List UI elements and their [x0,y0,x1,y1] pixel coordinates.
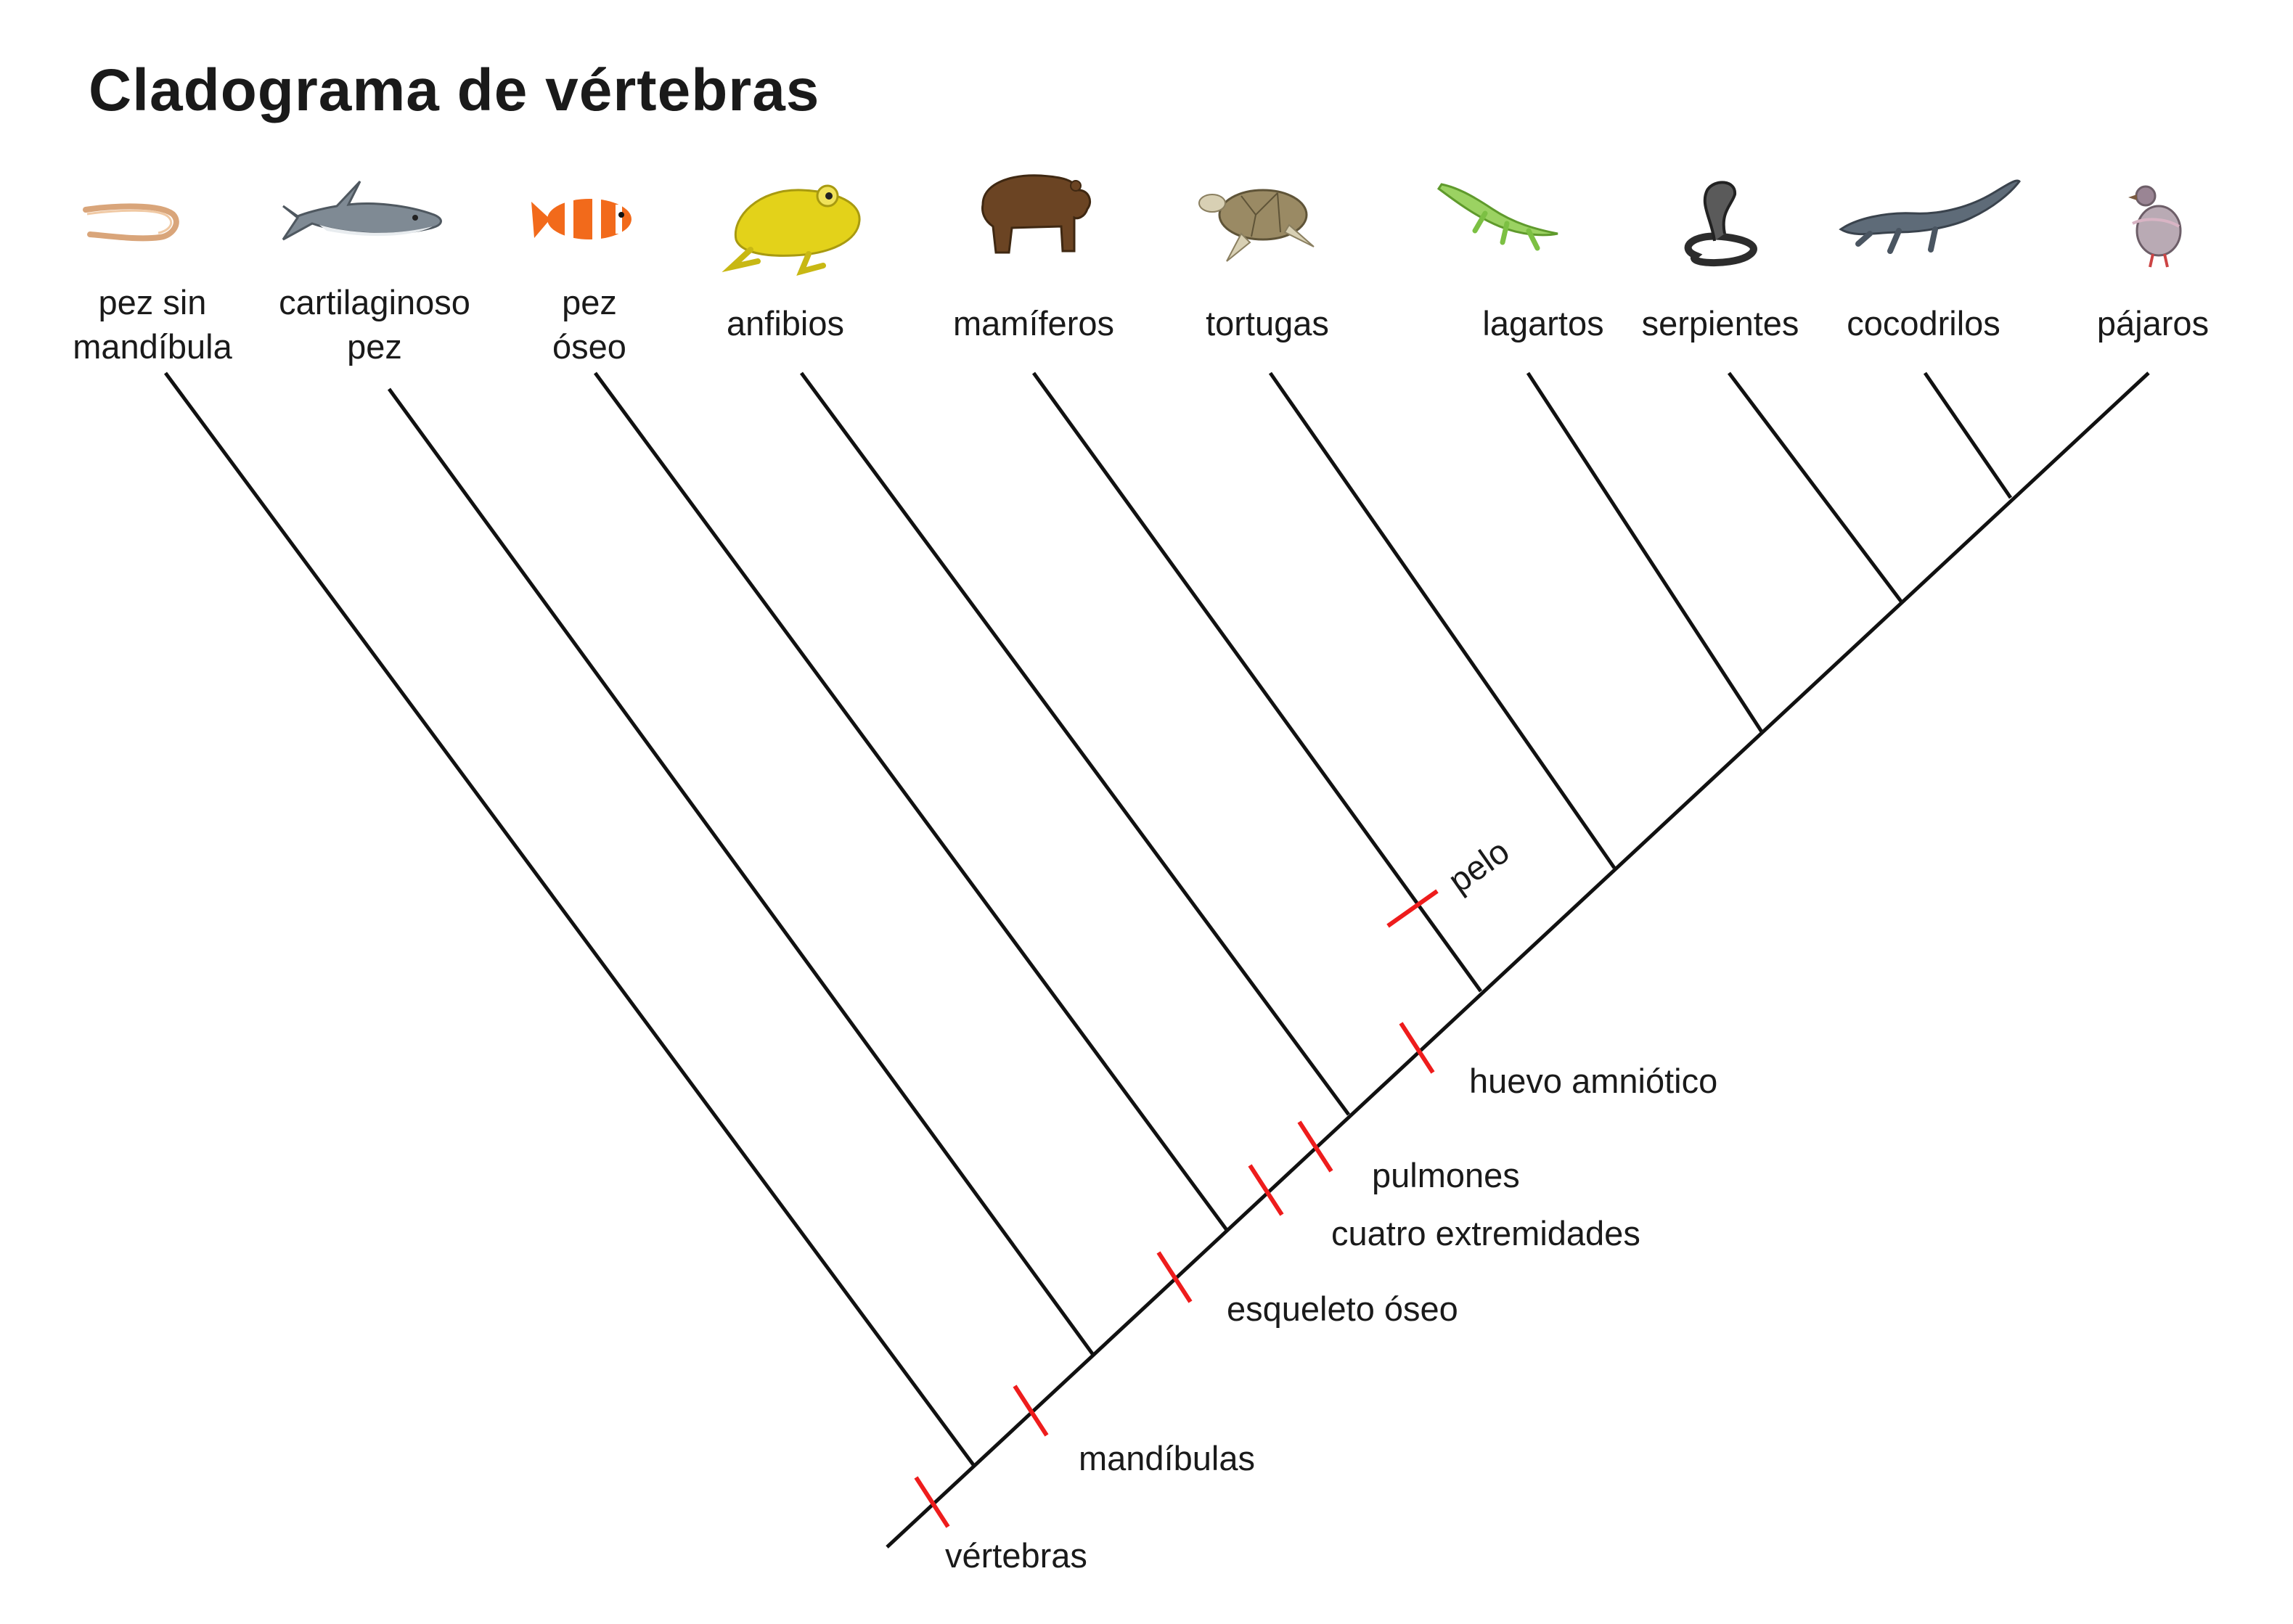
taxon-label-6: tortugas [1206,304,1329,343]
branch-9 [1923,372,2013,499]
trait-mark-1 [914,1476,950,1528]
branch-4 [799,372,1351,1116]
branch-5 [1031,372,1483,993]
frog-icon [722,184,861,276]
trait-label-6: huevo amniótico [1469,1062,1717,1100]
taxon-label-4: anfibios [727,304,844,343]
trait-marks [914,889,1439,1528]
trait-label-7: pelo [1441,832,1516,900]
trait-mark-6 [1399,1022,1435,1074]
trait-mark-2 [1013,1385,1049,1437]
branch-7 [1526,372,1765,734]
taxon-label-7: lagartos [1482,304,1603,343]
branch-3 [593,372,1229,1231]
branch-6 [1268,372,1616,869]
taxon-label-8: serpientes [1642,304,1799,343]
main-spine [886,372,2150,1549]
trait-mark-3 [1156,1251,1193,1303]
cobra-icon [1684,181,1757,267]
shark-icon [282,180,442,241]
bear-icon [981,174,1091,254]
trait-mark-5 [1297,1120,1333,1173]
branch-8 [1728,372,1903,604]
taxon-icons [83,174,2182,276]
trait-mark-4 [1248,1164,1284,1216]
trait-label-2: mandíbulas [1079,1439,1255,1477]
taxon-label-5: mamíferos [953,304,1114,343]
trait-mark-7 [1386,889,1439,928]
branch-1 [163,372,976,1467]
sea-turtle-icon [1198,189,1315,262]
crocodile-icon [1839,179,2021,254]
trait-label-5: pulmones [1372,1156,1520,1194]
taxon-label-10: pájaros [2097,304,2209,343]
trait-label-1: vértebras [945,1536,1087,1575]
eel-icon [83,203,179,242]
lizard-icon [1436,183,1558,251]
branch-2 [387,387,1095,1356]
bird-icon [2128,185,2182,268]
trait-label-4: cuatro extremidades [1331,1214,1640,1252]
clownfish-icon [531,199,632,239]
trait-label-3: esqueleto óseo [1227,1289,1458,1328]
trait-labels: vértebras mandíbulas esqueleto óseo cuatro … [945,832,1717,1575]
branches [163,372,2150,1549]
taxon-label-9: cocodrilos [1847,304,2000,343]
figure-title: Cladograma de vértebras [89,57,820,123]
